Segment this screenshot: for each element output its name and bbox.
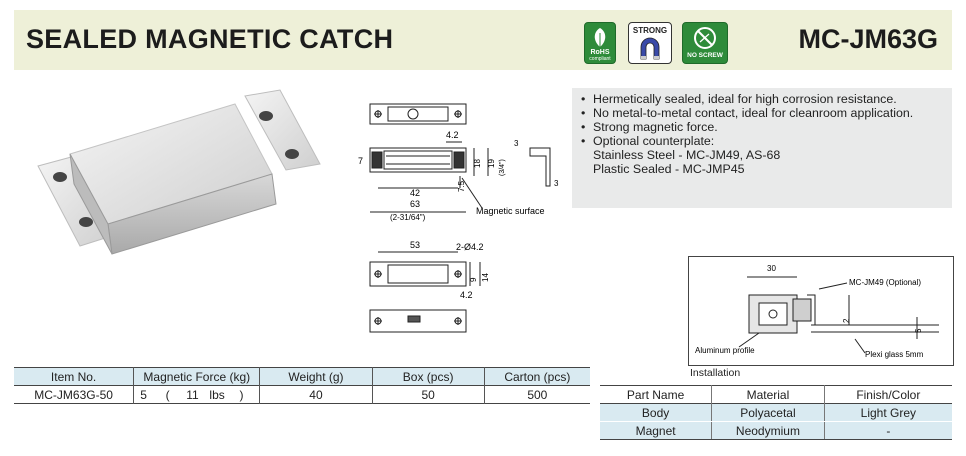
installation-drawing: 30 MC-JM49 (Optional) 2 5 Aluminum profi… xyxy=(695,264,939,359)
col-material: Material xyxy=(711,385,825,404)
dim-4-2-top: 4.2 xyxy=(446,130,459,140)
dim-7-5: 7.5 xyxy=(457,180,466,192)
spec-table: Item No. Magnetic Force (kg) Weight (g) … xyxy=(14,367,590,404)
dim-30: 30 xyxy=(767,264,776,273)
dim-63-inch: (2-31/64") xyxy=(390,213,426,222)
installation-caption: Installation xyxy=(690,367,741,379)
dim-9: 9 xyxy=(469,277,478,282)
force-kg: 5 xyxy=(140,387,147,402)
dim-18: 18 xyxy=(473,159,482,168)
aluminum-profile-label: Aluminum profile xyxy=(695,346,755,355)
no-screw-icon: NO SCREW xyxy=(682,22,728,64)
cell-weight: 40 xyxy=(259,385,373,404)
strong-magnet-icon: STRONG xyxy=(628,22,672,64)
rohs-label: RoHS xyxy=(590,49,610,56)
feature-item: Optional counterplate: xyxy=(581,134,952,148)
dim-5: 5 xyxy=(914,328,923,333)
table-header-row: Part Name Material Finish/Color xyxy=(600,385,952,404)
col-box: Box (pcs) xyxy=(371,367,485,386)
col-part-name: Part Name xyxy=(600,385,712,404)
plexi-glass-label: Plexi glass 5mm xyxy=(865,350,924,359)
dim-4-2-bottom: 4.2 xyxy=(460,290,473,300)
magnetic-surface-label: Magnetic surface xyxy=(476,206,545,216)
cell-box: 50 xyxy=(371,385,485,404)
cell-material: Neodymium xyxy=(711,421,825,440)
page-title: SEALED MAGNETIC CATCH xyxy=(26,24,394,54)
cell-material: Polyacetal xyxy=(711,403,825,422)
product-photo xyxy=(37,89,321,255)
no-screw-label: NO SCREW xyxy=(687,52,723,59)
cell-carton: 500 xyxy=(483,385,590,404)
dim-holes: 2-Ø4.2 xyxy=(456,242,484,252)
dim-7: 7 xyxy=(358,156,363,166)
col-item-no: Item No. xyxy=(14,367,134,386)
header-banner: SEALED MAGNETIC CATCH RoHS compliant STR… xyxy=(14,10,952,70)
col-magnetic-force: Magnetic Force (kg) xyxy=(133,367,260,386)
feature-item: Strong magnetic force. xyxy=(581,120,952,134)
cell-part: Magnet xyxy=(600,421,712,440)
table-header-row: Item No. Magnetic Force (kg) Weight (g) … xyxy=(14,367,590,386)
dim-2: 2 xyxy=(842,318,851,323)
installation-diagram: 30 MC-JM49 (Optional) 2 5 Aluminum profi… xyxy=(688,256,954,366)
dim-14: 14 xyxy=(481,273,490,282)
dim-42: 42 xyxy=(410,188,420,198)
model-number: MC-JM63G xyxy=(798,24,938,54)
feature-item: No metal-to-metal contact, ideal for cle… xyxy=(581,106,952,120)
table-row: MC-JM63G-50 5 ( 11 lbs ) 40 50 500 xyxy=(14,385,590,404)
force-close-paren: ) xyxy=(239,387,244,402)
table-row: Magnet Neodymium - xyxy=(600,421,952,440)
counterplate-callout: MC-JM49 (Optional) xyxy=(849,278,921,287)
dim-3-a: 3 xyxy=(514,139,519,148)
col-weight: Weight (g) xyxy=(259,367,373,386)
parts-table: Part Name Material Finish/Color Body Pol… xyxy=(600,385,952,440)
table-row: Body Polyacetal Light Grey xyxy=(600,403,952,422)
cell-finish: Light Grey xyxy=(823,403,952,422)
counterplate-plastic: Plastic Sealed - MC-JMP45 xyxy=(593,162,745,176)
cell-part: Body xyxy=(600,403,712,422)
drawing-bottom-views: 53 2-Ø4.2 9 14 4.2 xyxy=(369,240,490,333)
dim-3-b: 3 xyxy=(554,179,559,188)
col-finish: Finish/Color xyxy=(823,385,952,404)
force-lbs: 11 xyxy=(186,387,199,402)
dim-53: 53 xyxy=(410,240,420,250)
dim-63: 63 xyxy=(410,199,420,209)
cell-finish: - xyxy=(823,421,952,440)
cell-magnetic-force: 5 ( 11 lbs ) xyxy=(133,385,260,404)
drawing-top-views: 4.2 7 42 63 (2-31/64") 7.5 18 19 (3/4") … xyxy=(358,103,559,222)
counterplate-steel: Stainless Steel - MC-JM49, AS-68 xyxy=(593,148,781,162)
force-unit: lbs xyxy=(209,387,225,402)
features-panel: Hermetically sealed, ideal for high corr… xyxy=(572,88,952,208)
force-open-paren: ( xyxy=(165,387,170,402)
rohs-sub: compliant xyxy=(589,56,611,62)
rohs-leaf-icon: RoHS compliant xyxy=(584,22,616,64)
cell-item-no: MC-JM63G-50 xyxy=(34,387,113,402)
dim-19: 19 xyxy=(487,159,496,168)
feature-item: Hermetically sealed, ideal for high corr… xyxy=(581,92,952,106)
col-carton: Carton (pcs) xyxy=(483,367,590,386)
strong-label: STRONG xyxy=(632,26,668,35)
dim-19-inch: (3/4") xyxy=(499,159,506,176)
